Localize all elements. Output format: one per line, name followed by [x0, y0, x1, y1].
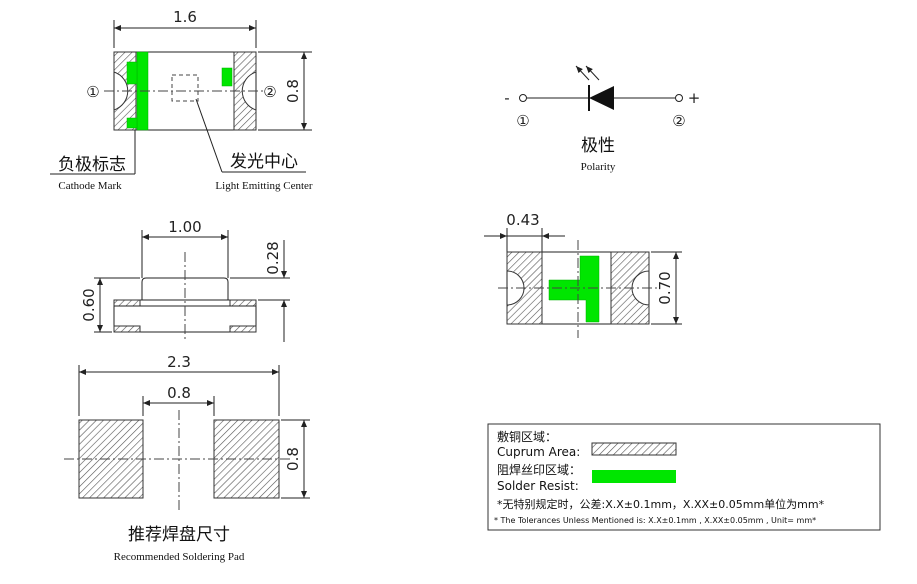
bottom-height-dim: 0.70	[656, 271, 674, 304]
legend-resist-cn: 阻焊丝印区域：	[497, 462, 581, 477]
polarity-symbol: - + ① ② 极性 Polarity	[504, 65, 701, 173]
pad-title-cn: 推荐焊盘尺寸	[128, 525, 230, 545]
legend-tolerance-en: * The Tolerances Unless Mentioned is: X.…	[494, 516, 816, 525]
top-height-dim: 0.8	[284, 79, 302, 103]
pad-height-dim: 0.8	[284, 447, 302, 471]
legend-cuprum-cn: 敷铜区域：	[497, 429, 557, 444]
polarity-title-en: Polarity	[581, 161, 616, 173]
light-center-cn: 发光中心	[230, 152, 298, 172]
side-pad-top-right	[229, 299, 257, 307]
side-total-height-dim: 0.60	[80, 288, 98, 321]
pad-title-en: Recommended Soldering Pad	[114, 551, 245, 563]
polarity-terminal-left	[519, 94, 527, 102]
emission-arrow-1-icon	[575, 65, 590, 81]
side-pad-bottom-left	[113, 325, 141, 333]
legend-resist-swatch	[592, 470, 676, 483]
top-pin1-label: ①	[86, 83, 99, 101]
center-leader-diag	[195, 98, 223, 173]
light-emitting-center-box	[171, 74, 199, 102]
bottom-pad-width-dim: 0.43	[506, 211, 539, 229]
polarity-title-cn: 极性	[581, 136, 615, 156]
top-anode-mark	[221, 67, 233, 87]
side-view: 1.00 0.60 0.28	[80, 218, 290, 342]
recommended-pad-view: 2.3 0.8 0.8 推荐焊盘尺寸 Recommended Soldering…	[64, 353, 310, 563]
side-lens-height-dim: 0.28	[264, 241, 282, 274]
legend-box: 敷铜区域： Cuprum Area: 阻焊丝印区域： Solder Resist…	[487, 423, 881, 531]
polarity-pin2: ②	[672, 112, 685, 130]
cathode-mark-en: Cathode Mark	[58, 180, 122, 192]
polarity-minus: -	[504, 89, 509, 107]
legend-cuprum-swatch	[591, 442, 677, 456]
top-width-dim: 1.6	[173, 8, 197, 26]
legend-frame	[487, 423, 881, 531]
diode-triangle-icon	[589, 86, 614, 110]
side-pad-top-left	[113, 299, 141, 307]
pad-gap-dim: 0.8	[167, 384, 191, 402]
top-cathode-tab-upper	[126, 61, 138, 85]
polarity-plus: +	[688, 89, 701, 107]
top-pin2-label: ②	[263, 83, 276, 101]
bottom-polarity-mark	[548, 255, 600, 323]
legend-cuprum-en: Cuprum Area:	[497, 445, 580, 459]
top-cathode-tab-lower	[126, 117, 138, 129]
bottom-view: 0.43 0.70	[484, 211, 682, 338]
polarity-terminal-right	[675, 94, 683, 102]
light-center-en: Light Emitting Center	[215, 180, 312, 192]
side-pad-bottom-right	[229, 325, 257, 333]
legend-tolerance-cn: *无特别规定时，公差:X.X±0.1mm，X.XX±0.05mm单位为mm*	[497, 497, 825, 511]
polarity-pin1: ①	[516, 112, 529, 130]
emission-arrow-2-icon	[585, 65, 600, 81]
cathode-mark-cn: 负极标志	[58, 155, 126, 175]
top-right-terminal	[233, 51, 257, 131]
top-view: 1.6 ① ② 0.8 负极标志 Cathode Mark 发光中心	[50, 8, 313, 192]
legend-resist-en: Solder Resist:	[497, 479, 579, 493]
pad-total-width-dim: 2.3	[167, 353, 191, 371]
side-lens-width-dim: 1.00	[168, 218, 201, 236]
